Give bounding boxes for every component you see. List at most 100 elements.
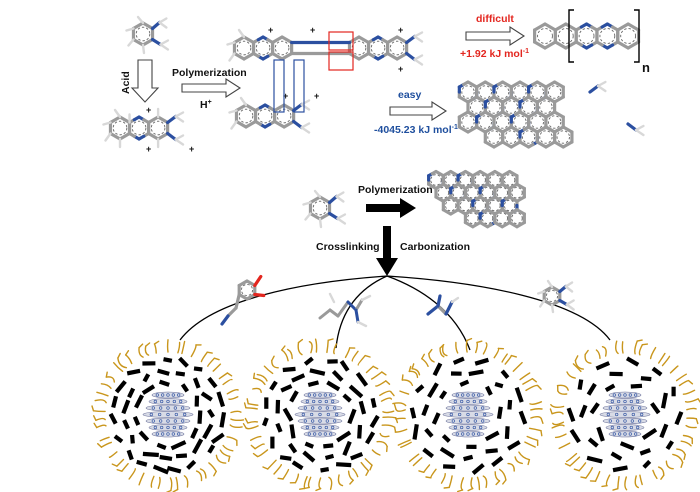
sheet-ring bbox=[318, 412, 322, 417]
graphitic-fiber bbox=[474, 357, 489, 366]
difficult-arrow: difficult +1.92 kJ mol-1 bbox=[460, 13, 529, 60]
carbon-shell-fiber bbox=[287, 348, 293, 360]
carbon-shell-fiber bbox=[226, 389, 239, 395]
carbon-shell-fiber bbox=[518, 451, 531, 461]
graphitic-fiber bbox=[132, 415, 141, 426]
carbon-shell-fiber bbox=[215, 454, 227, 464]
bond bbox=[457, 125, 470, 134]
graphitic-fiber bbox=[262, 417, 269, 427]
acid-label: Acid bbox=[120, 71, 132, 94]
carbon-shell-fiber bbox=[465, 339, 468, 353]
carbon-shell-fiber bbox=[393, 403, 397, 410]
carbon-shell-fiber bbox=[380, 397, 392, 402]
carbon-shell-fiber bbox=[250, 444, 256, 450]
carbon-shell-fiber bbox=[685, 424, 697, 429]
linear-ladder-polymer bbox=[533, 22, 641, 50]
carbon-shell-fiber bbox=[512, 361, 523, 372]
sheet-ring bbox=[323, 432, 327, 436]
carbon-shell-fiber bbox=[551, 411, 564, 415]
hydrogen-atom bbox=[158, 17, 168, 24]
bond bbox=[553, 80, 565, 89]
sheet-ring bbox=[305, 399, 309, 404]
carbon-shell-fiber bbox=[594, 470, 601, 482]
bond bbox=[561, 125, 574, 134]
sheet-ring bbox=[161, 432, 165, 436]
alkyl-chain bbox=[234, 292, 241, 310]
sheet-ring bbox=[477, 432, 481, 436]
graphitic-fiber bbox=[178, 356, 189, 368]
sheet-ring bbox=[171, 393, 175, 397]
alkyl-chain bbox=[354, 298, 364, 312]
graphitic-fiber bbox=[596, 426, 605, 442]
sheet-ring bbox=[335, 412, 339, 417]
sheet-ring bbox=[318, 432, 322, 436]
graphitic-fiber bbox=[443, 464, 456, 469]
stacked-sheet bbox=[297, 404, 343, 412]
sheet-ring bbox=[331, 399, 335, 404]
bond bbox=[475, 95, 487, 104]
bond bbox=[492, 140, 505, 149]
carbon-shell-fiber bbox=[117, 357, 128, 369]
difficult-energy: +1.92 kJ mol-1 bbox=[460, 48, 529, 60]
sheet-ring bbox=[161, 393, 165, 397]
bond bbox=[242, 51, 256, 61]
carbon-shell-fiber bbox=[423, 464, 431, 473]
carbon-shell-fiber bbox=[326, 339, 329, 354]
hydrogen-atom bbox=[136, 15, 145, 25]
carbon-shell-fiber bbox=[564, 463, 571, 467]
sheet-ring bbox=[310, 412, 314, 417]
graphitic-fiber bbox=[409, 407, 417, 419]
bond bbox=[232, 35, 246, 45]
sheet-ring bbox=[616, 419, 620, 423]
graphitic-fiber bbox=[504, 426, 510, 440]
sheet-ring bbox=[323, 393, 327, 397]
sheet-ring bbox=[333, 406, 337, 410]
aromatic-ring bbox=[487, 130, 501, 144]
catechol-amine-precursor bbox=[220, 274, 266, 326]
hydrogen-atom bbox=[328, 292, 336, 304]
aromatic-ring bbox=[481, 187, 494, 199]
carbon-shell-fiber bbox=[675, 373, 687, 382]
bond bbox=[244, 103, 258, 113]
stacked-sheet bbox=[451, 430, 485, 438]
graphitic-fiber bbox=[304, 441, 314, 449]
sheet-ring bbox=[483, 412, 487, 417]
sheet-ring bbox=[458, 412, 462, 417]
hydrogen-atom bbox=[304, 212, 312, 221]
sheet-ring bbox=[628, 432, 632, 436]
carbon-shell-fiber bbox=[252, 387, 262, 393]
sheet-ring bbox=[324, 425, 328, 430]
graphitic-fiber bbox=[331, 369, 344, 382]
carbon-shell-fiber bbox=[669, 365, 679, 374]
bond bbox=[475, 80, 487, 89]
amine-group bbox=[558, 284, 568, 294]
carbon-shell-fiber bbox=[411, 368, 421, 376]
aromatic-ring bbox=[478, 115, 492, 129]
bond bbox=[270, 51, 284, 61]
sheet-ring bbox=[630, 406, 634, 410]
hydrogen-atom bbox=[539, 299, 546, 308]
easy-arrow: easy -4045.23 kJ mol-1 bbox=[374, 89, 458, 136]
sheet-ring bbox=[173, 406, 177, 410]
carbon-particle-4 bbox=[549, 339, 700, 491]
sheet-ring bbox=[623, 419, 627, 423]
graphitic-fiber bbox=[610, 451, 623, 461]
graphitic-fiber bbox=[108, 412, 118, 425]
carbon-shell-fiber bbox=[128, 468, 136, 480]
carbon-shell-fiber bbox=[574, 359, 584, 370]
bond bbox=[544, 125, 557, 134]
carbon-shell-fiber bbox=[369, 464, 373, 471]
amine-group bbox=[626, 122, 638, 132]
carbon-shell-fiber bbox=[552, 421, 565, 426]
bond bbox=[156, 131, 170, 141]
carbon-shell-fiber bbox=[657, 466, 665, 476]
bond bbox=[234, 119, 248, 129]
stacked-sheet bbox=[448, 424, 488, 431]
amine-group bbox=[327, 211, 340, 221]
sheet-ring bbox=[451, 406, 455, 410]
hydrogen-atom bbox=[537, 290, 546, 295]
sheet-ring bbox=[303, 419, 307, 423]
bond bbox=[535, 80, 548, 89]
carbon-shell-fiber bbox=[624, 476, 628, 491]
aromatic-ring bbox=[459, 174, 472, 186]
